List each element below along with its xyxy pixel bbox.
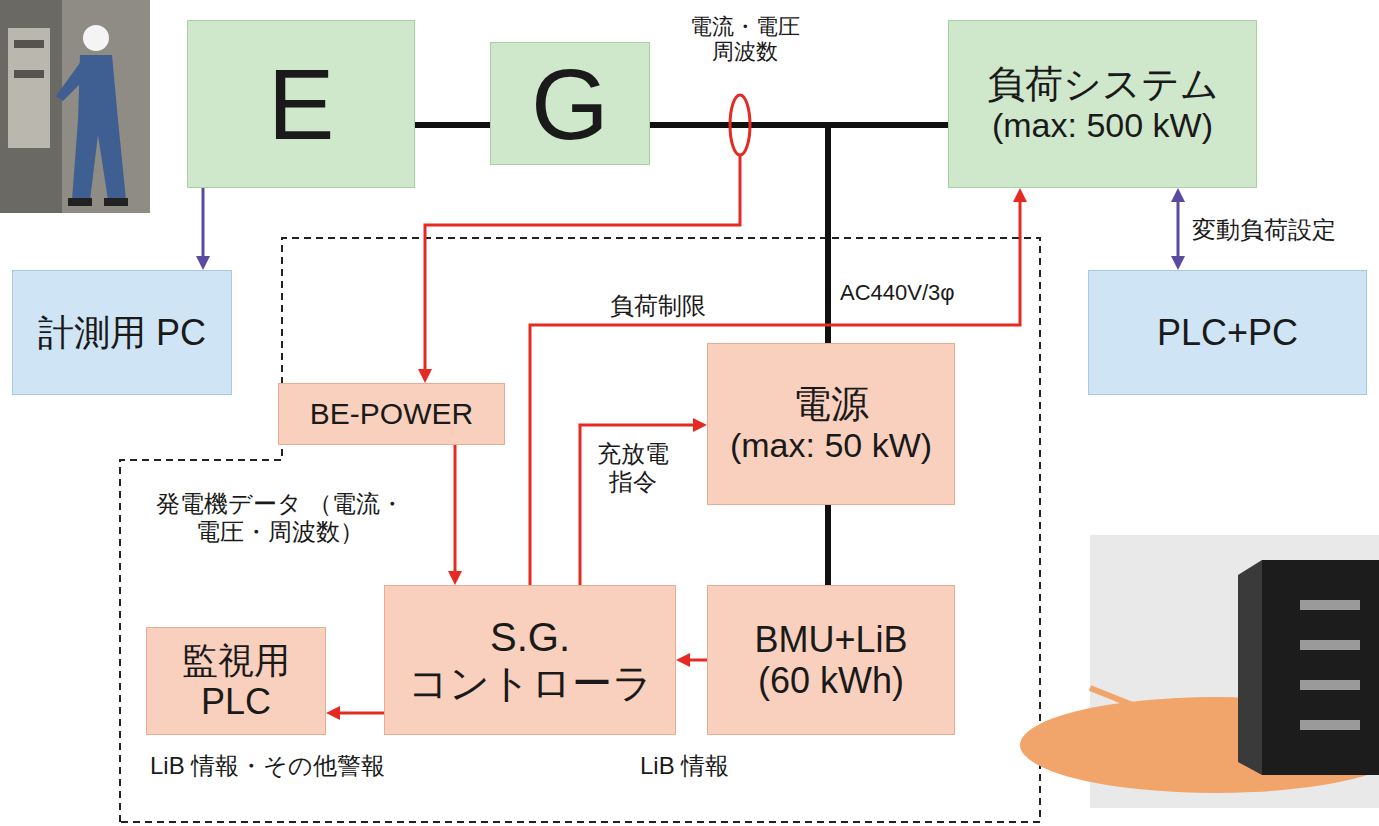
worker-helmet (83, 25, 109, 51)
machine-panel (8, 28, 50, 148)
plc-pc-box: PLC+PC (1088, 270, 1367, 395)
worker-shoe (104, 198, 128, 206)
box-title: PLC+PC (1157, 312, 1298, 353)
monitor-plc-box: 監視用 PLC (146, 627, 326, 735)
cabinet-module (1300, 720, 1360, 730)
be-power-box: BE-POWER (278, 383, 505, 445)
worker-photo (0, 0, 150, 213)
cabinet-door (1238, 560, 1262, 775)
cabinet-photo (1020, 535, 1379, 808)
edge-label: 変動負荷設定 (1192, 216, 1336, 244)
box-subtitle: (max: 50 kW) (730, 426, 932, 465)
sensor-label: 電流・電圧 周波数 (684, 14, 806, 65)
photo-accent (1090, 688, 1175, 722)
worker-arm (56, 60, 88, 101)
edge-label: 負荷制限 (610, 292, 706, 320)
measurement-pc-box: 計測用 PC (12, 270, 232, 395)
signal-arrow (530, 196, 1020, 585)
machine-detail (14, 40, 44, 48)
signal-arrow (454, 445, 457, 577)
edge-label: AC440V/3φ (840, 280, 955, 305)
signal-arrow (684, 659, 707, 662)
box-subtitle: (60 kWh) (758, 660, 904, 701)
power-line (415, 122, 490, 128)
cabinet-module (1300, 680, 1360, 690)
controller-box: S.G. コントローラ (384, 585, 676, 735)
box-title: S.G. コントローラ (395, 614, 665, 706)
cabinet-module (1300, 600, 1360, 610)
edge-label: LiB 情報・その他警報 (150, 752, 385, 780)
sensor-wire (425, 155, 740, 375)
signal-arrow (580, 425, 699, 585)
cabinet-module (1300, 640, 1360, 650)
box-title: E (268, 54, 335, 154)
edge-label: 発電機データ （電流・電圧・周波数） (130, 490, 430, 545)
battery-box: BMU+LiB(60 kWh) (707, 585, 955, 735)
machine-detail (14, 70, 44, 78)
edge-label: LiB 情報 (640, 752, 729, 780)
power-line (825, 505, 831, 585)
load-system-box: 負荷システム(max: 500 kW) (948, 20, 1257, 188)
engine-box: E (187, 20, 415, 188)
edge-label: 充放電 指令 (594, 440, 672, 495)
current-sensor (730, 95, 750, 155)
box-title: 計測用 PC (38, 312, 206, 353)
box-title: BE-POWER (310, 397, 473, 432)
data-arrow (202, 188, 205, 262)
signal-arrow (334, 712, 384, 715)
box-subtitle: (max: 500 kW) (992, 106, 1213, 145)
photo-ground (0, 0, 150, 213)
box-title: BMU+LiB (754, 619, 907, 660)
box-title: 電源 (793, 383, 869, 427)
generator-box: G (490, 42, 650, 165)
box-title: 監視用 PLC (157, 640, 315, 723)
worker-shoe (68, 198, 92, 206)
power-supply-box: 電源(max: 50 kW) (707, 343, 955, 505)
data-arrow (1177, 196, 1180, 262)
machine-body (0, 0, 62, 213)
battery-cabinet (1262, 560, 1379, 775)
box-title: G (531, 54, 609, 154)
box-title: 負荷システム (987, 63, 1219, 107)
